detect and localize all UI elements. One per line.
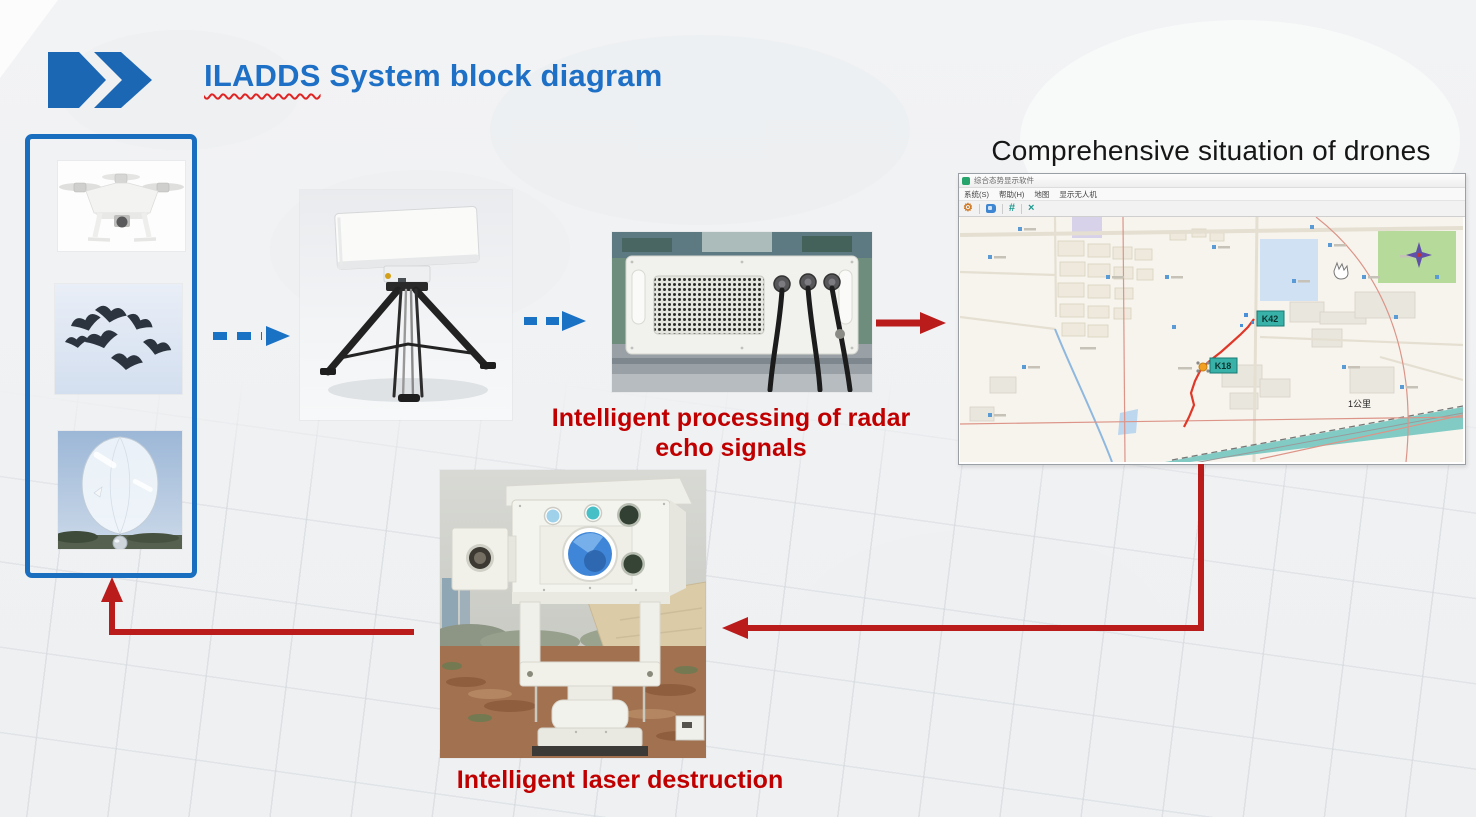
birds-photo — [55, 284, 182, 394]
map-red-gridlines — [960, 217, 1463, 462]
situation-map-window: 综合态势显示软件 系统(S) 帮助(H) 地图 显示无人机 ⚙ # × — [958, 173, 1466, 465]
arrow-processor-to-map — [876, 312, 946, 334]
track-label-2-text: K18 — [1215, 361, 1232, 371]
map-canal — [1165, 407, 1463, 462]
pan-tool-icon[interactable] — [985, 204, 996, 213]
map-river-line — [1054, 328, 1113, 462]
adjust-icon[interactable]: # — [1008, 202, 1015, 214]
track-label-2: K18 — [1209, 357, 1238, 374]
map-caption: Comprehensive situation of drones — [991, 135, 1431, 166]
close-tool-icon[interactable]: × — [1028, 202, 1035, 214]
connectors — [773, 273, 841, 293]
menu-item-help[interactable]: 帮助(H) — [999, 189, 1025, 199]
menu-item-map[interactable]: 地图 — [1034, 189, 1050, 199]
right-handle — [838, 269, 853, 325]
compass-icon — [1406, 242, 1432, 268]
menu-item-show-drones[interactable]: 显示无人机 — [1059, 189, 1097, 199]
settings-gear-icon[interactable]: ⚙ — [963, 202, 973, 214]
map-water-zone — [1260, 239, 1318, 301]
menu-bar: 系统(S) 帮助(H) 地图 显示无人机 — [959, 188, 1465, 201]
map-poi-markers — [988, 225, 1439, 417]
track-label-1: K42 — [1256, 310, 1285, 327]
pedestal — [551, 699, 629, 731]
map-roads — [960, 217, 1463, 462]
signal-processor-photo — [612, 232, 872, 392]
toolbar-separator — [1021, 203, 1022, 214]
yoke-left-arm — [519, 601, 541, 669]
title-accent: ILADDS — [204, 58, 321, 93]
balloon-photo — [58, 431, 182, 549]
window-titlebar: 综合态势显示软件 — [959, 174, 1465, 188]
toolbar: ⚙ # × — [959, 201, 1465, 217]
track-label-1-text: K42 — [1262, 314, 1279, 324]
radar-tripod-photo — [300, 190, 512, 420]
map-buildings-right — [969, 291, 1416, 422]
laser-turret-photo — [440, 470, 706, 758]
targets-frame — [25, 134, 197, 578]
app-icon — [962, 176, 970, 185]
arrow-laser-to-targets — [101, 577, 414, 635]
yoke-base — [519, 661, 661, 687]
cables — [767, 285, 853, 392]
window-title: 综合态势显示软件 — [974, 176, 1034, 185]
page-title: ILADDS System block diagram — [204, 58, 662, 94]
arrow-map-to-laser — [722, 464, 1204, 639]
left-handle — [631, 269, 646, 325]
map-content: K42 K18 1公里 — [960, 217, 1463, 462]
track-start-markers — [1240, 313, 1254, 327]
vent-grille — [653, 275, 765, 335]
radar-processing-caption: Intelligent processing of radar echo sig… — [551, 404, 911, 462]
yoke-right-arm — [639, 601, 661, 669]
map-canvas[interactable]: K42 K18 1公里 — [960, 217, 1463, 462]
title-rest: System block diagram — [320, 58, 663, 93]
double-chevron-icon — [48, 52, 152, 108]
map-buildings — [1057, 228, 1225, 338]
drone-marker — [1196, 361, 1210, 373]
dashed-arrow-radar-to-processor — [524, 311, 586, 331]
menu-item-system[interactable]: 系统(S) — [964, 189, 989, 199]
dashed-arrow-targets-to-radar — [213, 326, 290, 346]
drone-photo — [58, 161, 185, 251]
toolbar-separator — [1001, 203, 1003, 214]
map-scale-label: 1公里 — [1348, 399, 1371, 409]
toolbar-separator — [978, 203, 980, 214]
turret-hood — [505, 477, 693, 507]
hand-cursor-icon — [1333, 261, 1349, 280]
laser-caption: Intelligent laser destruction — [456, 766, 784, 794]
